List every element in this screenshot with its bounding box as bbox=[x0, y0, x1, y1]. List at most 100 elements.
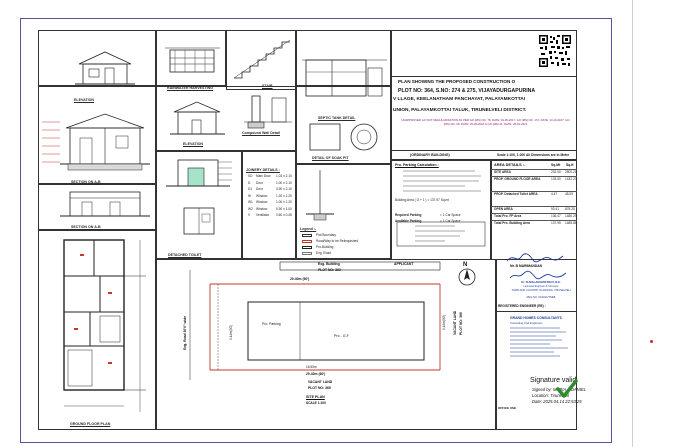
legend-item: Road/Way to be Relinquished bbox=[316, 239, 359, 243]
joinery-name: Window bbox=[256, 200, 268, 204]
engineer-signature bbox=[509, 270, 567, 280]
area-sqft: 1480.29 bbox=[565, 214, 577, 218]
joinery-size: 1.00 x 2.10 bbox=[276, 180, 292, 185]
area-heading: AREA DETAILS :- bbox=[494, 163, 526, 167]
label-joinery: JOINERY DETAILS : bbox=[246, 168, 280, 172]
consultant-stamp-text bbox=[510, 327, 568, 357]
title-line-3: V LLAGE, KEELANATHAM PANCHAYAT, PALAYAMK… bbox=[393, 97, 526, 102]
area-name: Total Pro. Building Area bbox=[494, 221, 530, 225]
engineer-signature-label: REGISTERED ENGINEER (RE) : bbox=[498, 304, 546, 308]
elevation-mid-drawing bbox=[170, 101, 225, 135]
legend-item: Exg. Road bbox=[316, 251, 331, 255]
area-row-rule bbox=[491, 176, 577, 177]
label-legend: Legend :- bbox=[300, 227, 317, 231]
parking-available-value: = 1 Car Space bbox=[440, 219, 461, 223]
area-sqm: 93.41 bbox=[551, 207, 559, 211]
joinery-code: W2 bbox=[248, 206, 253, 211]
label-soak-pit: DETAIL OF SOAK PIT bbox=[312, 156, 349, 160]
parking-required-value: = 1 Car Space bbox=[440, 213, 461, 217]
ground-floor-cell bbox=[38, 230, 156, 430]
site-plan-title: SITE PLAN bbox=[306, 395, 325, 399]
title-rule-2 bbox=[391, 150, 577, 151]
area-sqft: 48.09 bbox=[565, 192, 573, 196]
legend-swatch bbox=[302, 240, 312, 243]
label-elevation-top: ELEVATION bbox=[74, 98, 95, 102]
septic-drawing bbox=[302, 59, 387, 97]
stair-cell bbox=[226, 30, 296, 90]
joinery-name: Main Door bbox=[256, 174, 271, 178]
title-line-2: PLOT NO: 364, S.NO: 274 & 275, VIJAYADUR… bbox=[398, 88, 536, 94]
engineer-title: Licensed Engineer & Surveyor bbox=[523, 285, 559, 288]
consultant-desc: Consulting Civil Engineers bbox=[510, 321, 543, 325]
joinery-size: 0.90 x 1.00 bbox=[276, 206, 292, 211]
joinery-name: Door bbox=[256, 180, 263, 185]
legend-swatch bbox=[302, 252, 312, 255]
parking-cell bbox=[391, 160, 491, 260]
joinery-size: 1.20 x 1.20 bbox=[276, 193, 292, 198]
area-name: SITE AREA bbox=[494, 170, 511, 174]
label-section-ab: SECTION ON A-B bbox=[71, 180, 101, 184]
joinery-code: SD bbox=[248, 174, 253, 178]
area-sqft: 1485.85 bbox=[565, 221, 577, 225]
section-ab2-cell bbox=[38, 184, 156, 230]
area-col-sqm: Sq.Mt bbox=[551, 163, 561, 167]
title-rule bbox=[391, 76, 577, 77]
area-sqft: 1432.20 bbox=[565, 177, 577, 181]
label-septic: SEPTIC TANK DETAIL bbox=[318, 116, 356, 120]
elevation-top-drawing bbox=[75, 51, 135, 85]
area-row-rule bbox=[491, 191, 577, 192]
applicant-label: APPLICANT bbox=[394, 262, 414, 266]
joinery-name: Window bbox=[256, 206, 268, 211]
stair-drawing bbox=[233, 39, 291, 79]
detached-toilet-drawing bbox=[166, 159, 232, 235]
soak-pit-cell bbox=[296, 86, 391, 164]
joinery-code: D bbox=[248, 180, 251, 185]
area-name: PROP. GROUND FLOOR AREA bbox=[494, 177, 541, 181]
legend-swatch bbox=[302, 246, 312, 249]
title-line-4: UNION, PALAYAMKOTTAI TALUK, TIRUNELVELI … bbox=[393, 108, 527, 113]
joinery-name: Ventilator bbox=[256, 213, 270, 217]
site-plot-bottom: PLOT NO: 365 bbox=[308, 386, 331, 390]
office-use: OFFICE USE bbox=[498, 406, 517, 410]
joinery-name: Door bbox=[256, 187, 263, 191]
area-name: OPEN AREA bbox=[494, 207, 513, 211]
engineer-name: Er. SUBALAKSHMI DEVI, B.E. bbox=[521, 280, 561, 284]
title-line-1: PLAN SHOWING THE PROPOSED CONSTRUCTION O bbox=[398, 79, 516, 84]
qr-code bbox=[538, 34, 572, 68]
joinery-cell bbox=[242, 151, 296, 259]
site-depth-left: 9.14m(30') bbox=[229, 324, 233, 340]
label-compound-wall: Compound Wall Detail bbox=[242, 131, 280, 135]
site-plot-right: PLOT NO: 366 bbox=[459, 312, 463, 335]
parking-available-label: Available Parking bbox=[395, 219, 422, 223]
label-stair: STAIR bbox=[262, 84, 273, 88]
parking-heading: Pro. Parking Calculation : bbox=[395, 163, 439, 167]
ground-stub-drawing bbox=[306, 170, 334, 221]
site-depth-right: 9.14m(30') bbox=[442, 314, 446, 330]
applicant-signature bbox=[506, 253, 564, 263]
engineer-reg: REG.NO: 01/2021/TNEB bbox=[526, 296, 556, 299]
joinery-size: 0.90 x 2.10 bbox=[276, 187, 292, 191]
joinery-code: V bbox=[248, 213, 251, 217]
label-rainwater: RAINWATER HARVESTING bbox=[167, 86, 213, 90]
area-sqm: 133.00 bbox=[551, 177, 561, 181]
area-sqm: 4.47 bbox=[551, 192, 558, 196]
marker-dot bbox=[650, 340, 653, 343]
label-section-ab2: SECTION ON A-B bbox=[71, 225, 101, 229]
joinery-size: 1.00 x 1.20 bbox=[276, 200, 292, 204]
check-icon bbox=[556, 379, 578, 398]
signature-location: Location: Tirunelveli bbox=[532, 393, 570, 398]
parking-required-label: Required Parking bbox=[395, 213, 422, 217]
site-width-top: 20.40m (60') bbox=[290, 277, 310, 281]
site-plan-scale: SCALE 1:100 bbox=[306, 401, 326, 405]
area-sqm: 232.00 bbox=[551, 170, 561, 174]
engineer-address: TOWN AND COUNTRY PLANNING, TIRUNELVELI bbox=[511, 289, 571, 292]
site-vacant-bottom: VACANT LAND bbox=[308, 380, 333, 384]
north-label: N bbox=[463, 262, 468, 268]
septic-cell bbox=[296, 30, 391, 86]
north-arrow-icon bbox=[458, 268, 476, 286]
site-vacant-right: VACANT LAND bbox=[453, 310, 457, 335]
site-width-bottom-inner: 16.50m bbox=[306, 365, 317, 369]
ground-floor-plan-drawing bbox=[63, 239, 146, 412]
section-cell bbox=[38, 86, 156, 184]
legend-swatch bbox=[302, 234, 312, 237]
